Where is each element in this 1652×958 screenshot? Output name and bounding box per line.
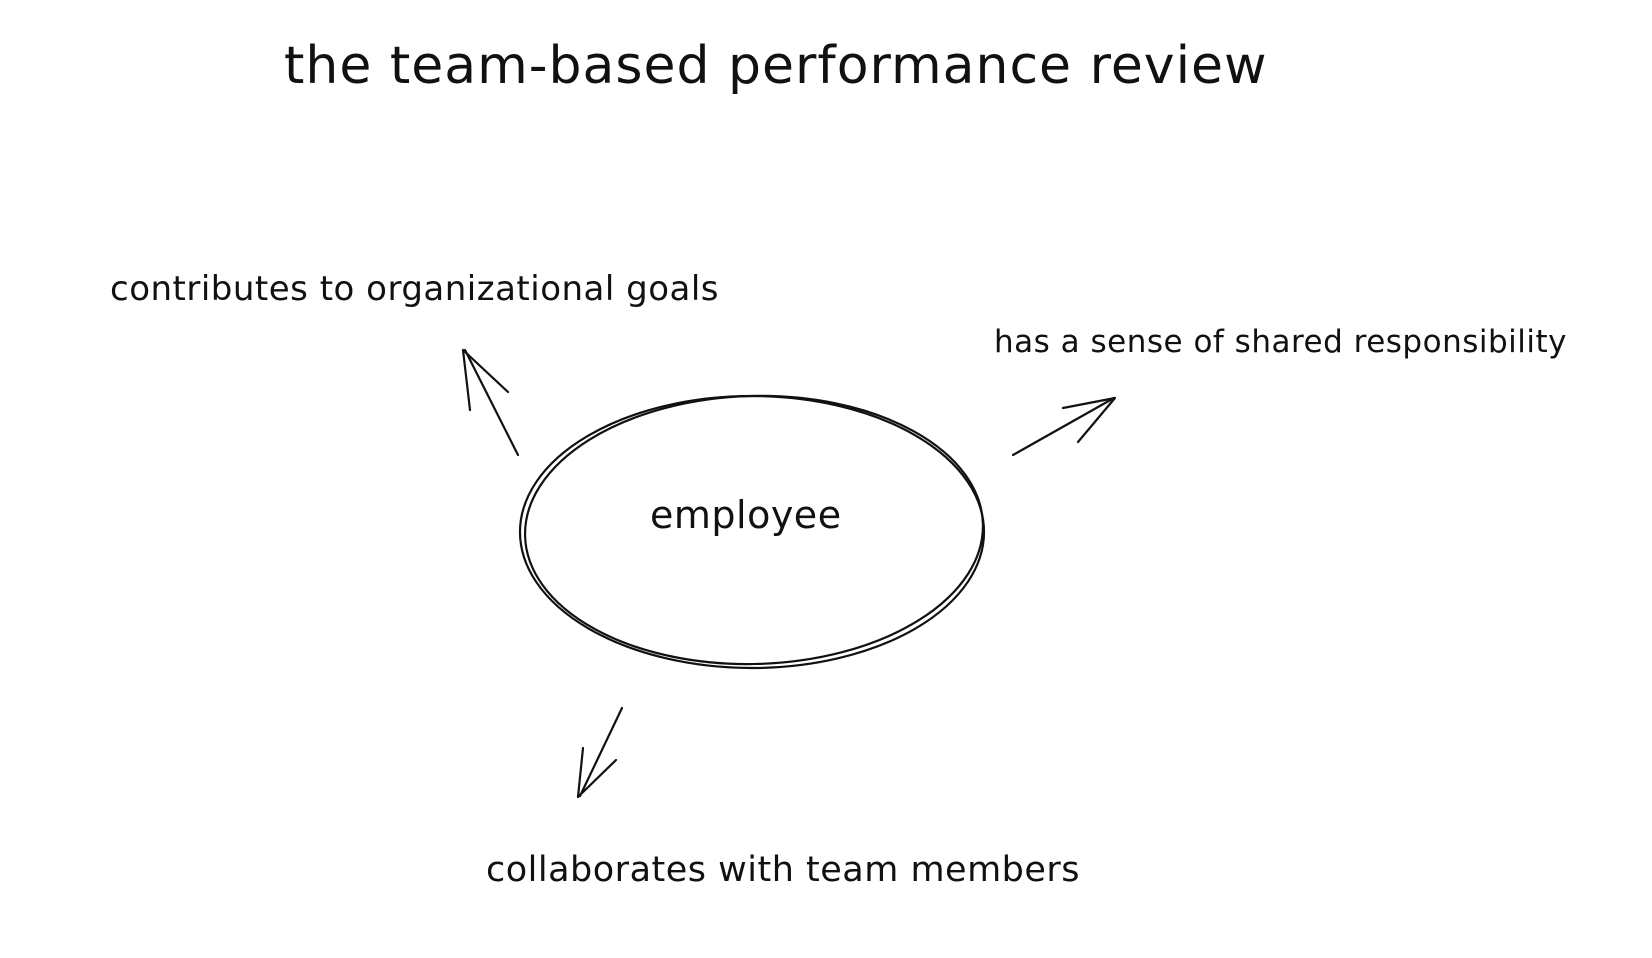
employee-ellipse-sketch	[523, 394, 985, 666]
outcome-label-shared-responsibility: has a sense of shared responsibility	[994, 324, 1568, 360]
center-node-label: employee	[650, 493, 842, 537]
outcome-label-organizational-goals: contributes to organizational goals	[110, 269, 720, 309]
arrow-head-collaborates	[576, 746, 618, 799]
arrow-to-organizational-goals	[463, 348, 520, 457]
page-title: the team-based performance review	[284, 36, 1268, 96]
arrow-head-shared-responsibility	[1061, 396, 1117, 444]
arrow-head-organizational-goals	[461, 348, 510, 412]
outcome-label-collaborates: collaborates with team members	[486, 850, 1081, 890]
arrow-to-shared-responsibility	[1011, 396, 1116, 457]
arrow-to-collaborates	[578, 706, 624, 798]
